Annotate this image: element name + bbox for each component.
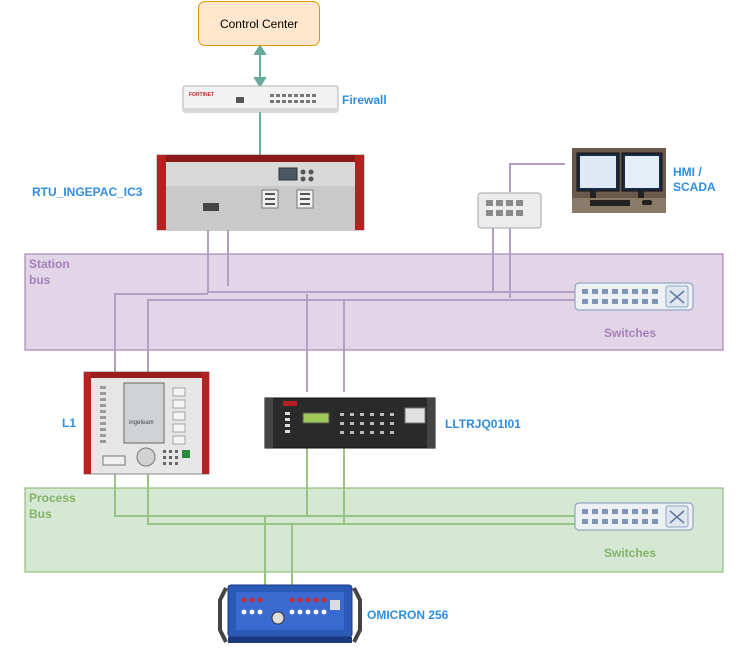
firewall-label: Firewall bbox=[342, 93, 387, 107]
hmi-label: HMI / SCADA bbox=[673, 165, 716, 194]
station-bus-wiring bbox=[114, 163, 575, 392]
rtu-label: RTU_INGEPAC_IC3 bbox=[32, 185, 143, 199]
station-bus-switch[interactable] bbox=[574, 282, 694, 311]
station-switches-label: Switches bbox=[604, 326, 657, 340]
control-center-box[interactable]: Control Center bbox=[198, 1, 320, 46]
l1-relay[interactable]: ingeteam bbox=[83, 371, 210, 475]
control-center-link bbox=[253, 44, 267, 88]
l1-screen-text: ingeteam bbox=[129, 420, 154, 426]
process-switches-label: Switches bbox=[604, 546, 657, 560]
hmi-workstation[interactable] bbox=[572, 148, 666, 213]
lltr-label: LLTRJQ01I01 bbox=[445, 417, 521, 431]
hmi-access-switch[interactable] bbox=[477, 192, 542, 229]
process-bus-label: Process Bus bbox=[29, 491, 76, 521]
l1-label: L1 bbox=[62, 416, 77, 430]
omicron-label: OMICRON 256 bbox=[367, 608, 449, 622]
station-bus-label: Station bus bbox=[29, 257, 70, 287]
lltr-relay[interactable] bbox=[264, 397, 436, 449]
rtu-device[interactable] bbox=[156, 154, 365, 231]
firewall-brand: FORTINET bbox=[189, 92, 214, 98]
process-bus-switch[interactable] bbox=[574, 502, 694, 531]
firewall-device[interactable]: FORTINET bbox=[182, 85, 339, 113]
omicron-device[interactable] bbox=[218, 584, 362, 643]
process-bus-wiring bbox=[114, 448, 575, 585]
control-center-label: Control Center bbox=[219, 16, 299, 31]
